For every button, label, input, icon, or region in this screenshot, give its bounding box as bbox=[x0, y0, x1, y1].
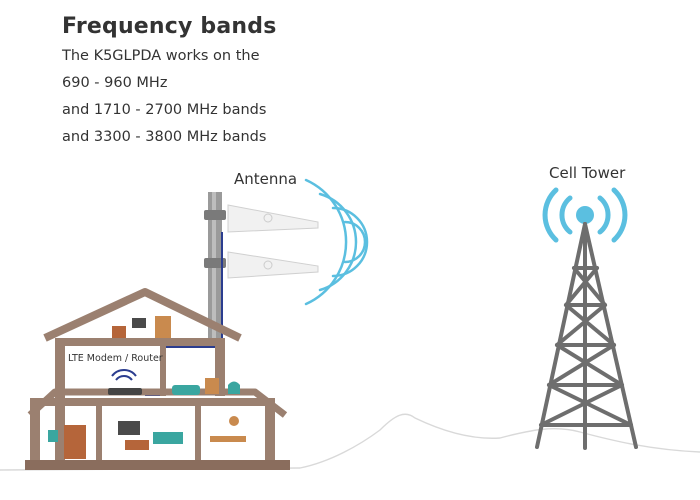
antenna-mast bbox=[204, 192, 226, 347]
ground-hill bbox=[0, 413, 700, 471]
description-line-1: The K5GLPDA works on the bbox=[62, 48, 260, 64]
description-line-4: and 3300 - 3800 MHz bands bbox=[62, 129, 267, 145]
house-icon bbox=[25, 288, 290, 470]
cell-tower-icon bbox=[535, 222, 638, 450]
router-icon bbox=[108, 369, 142, 395]
description-line-2: 690 - 960 MHz bbox=[62, 75, 168, 91]
tower-beacon bbox=[576, 206, 594, 224]
antenna-label: Antenna bbox=[234, 170, 298, 188]
signal-waves-icon bbox=[542, 187, 628, 243]
modem-label-separator: / bbox=[124, 353, 129, 364]
modem-label-prefix: LTE Modem bbox=[68, 353, 122, 364]
description-line-3: and 1710 - 2700 MHz bands bbox=[62, 102, 267, 118]
antenna-icon bbox=[227, 204, 319, 279]
antenna-signal-icon bbox=[304, 178, 369, 306]
modem-label-suffix: Router bbox=[131, 353, 163, 364]
modem-label: LTE Modem / Router bbox=[68, 353, 163, 364]
page-title: Frequency bands bbox=[62, 14, 277, 39]
cell-tower-label: Cell Tower bbox=[549, 164, 626, 182]
